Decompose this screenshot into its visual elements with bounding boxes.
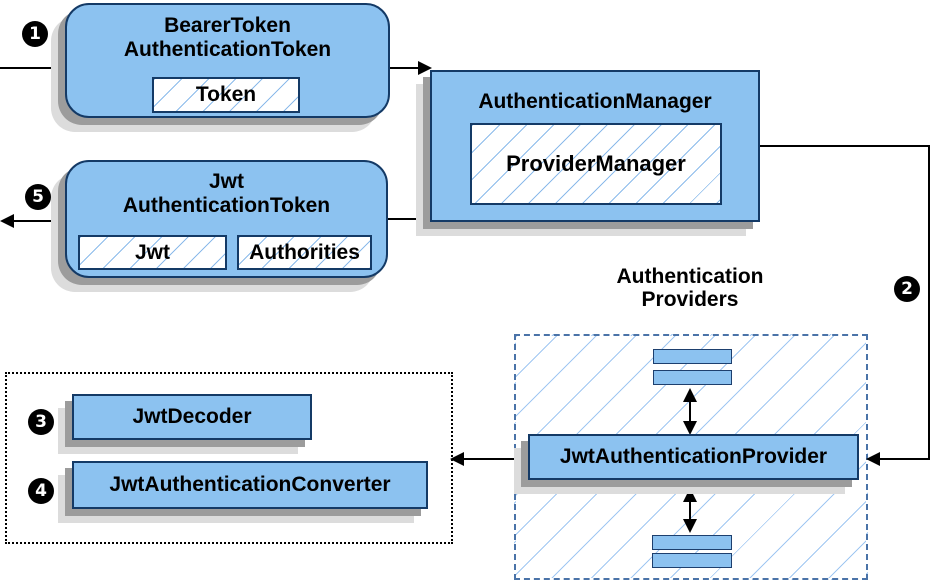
- step-4-number: 4: [35, 481, 47, 501]
- providers-caption-line2: Providers: [641, 288, 739, 311]
- jwt-authentication-provider-node: JwtAuthenticationProvider: [528, 434, 859, 480]
- jwt-authentication-converter-label: JwtAuthenticationConverter: [109, 473, 391, 496]
- bearer-to-manager-line: [390, 67, 420, 69]
- jwt-authentication-provider-label: JwtAuthenticationProvider: [559, 445, 828, 468]
- jwt-field: Jwt: [78, 235, 227, 270]
- manager-to-jwt-token-line: [388, 218, 430, 220]
- incoming-request-line: [0, 67, 65, 69]
- provider-manager-field: ProviderManager: [470, 123, 722, 205]
- bearer-token-node-title: BearerToken AuthenticationToken: [67, 5, 388, 62]
- step-5-number: 5: [32, 187, 44, 207]
- jwt-token-title-line1: Jwt: [208, 170, 244, 193]
- bearer-token-title-line1: BearerToken: [164, 14, 291, 37]
- jwt-token-title-line2: AuthenticationToken: [122, 194, 331, 217]
- jwt-authentication-converter-node: JwtAuthenticationConverter: [72, 461, 428, 509]
- token-field-label: Token: [195, 83, 257, 106]
- jwt-token-out-line: [13, 220, 65, 222]
- jwt-decoder-label: JwtDecoder: [132, 405, 252, 428]
- provider-placeholder-bar: [653, 349, 732, 364]
- providers-caption-line1: Authentication: [616, 265, 764, 288]
- authentication-manager-title: AuthenticationManager: [478, 90, 712, 113]
- arrowhead-left-icon: [0, 214, 14, 228]
- step-1-marker: 1: [22, 21, 48, 47]
- step-5-marker: 5: [25, 184, 51, 210]
- step-3-number: 3: [35, 412, 47, 432]
- step-3-marker: 3: [28, 409, 54, 435]
- authentication-providers-caption: Authentication Providers: [565, 265, 815, 311]
- manager-to-provider-line-h2: [880, 458, 930, 460]
- manager-to-provider-line-v: [928, 145, 930, 460]
- provider-placeholder-bar: [653, 370, 732, 385]
- provider-to-decoder-line: [462, 458, 514, 460]
- arrowhead-up-icon: [683, 388, 697, 402]
- provider-placeholder-bar: [652, 553, 732, 568]
- provider-list-bottom-line: [689, 500, 691, 522]
- step-4-marker: 4: [28, 478, 54, 504]
- manager-to-provider-line-h1: [760, 145, 930, 147]
- jwt-field-label: Jwt: [134, 240, 170, 264]
- jwt-decoder-node: JwtDecoder: [72, 394, 312, 440]
- step-2-number: 2: [901, 279, 913, 299]
- step-2-marker: 2: [894, 276, 920, 302]
- arrowhead-left-icon: [866, 452, 880, 466]
- token-field: Token: [152, 77, 300, 113]
- jwt-token-node-title: Jwt AuthenticationToken: [67, 162, 386, 218]
- arrowhead-down-icon: [683, 421, 697, 435]
- provider-manager-label: ProviderManager: [506, 151, 686, 176]
- authorities-field-label: Authorities: [249, 240, 360, 264]
- provider-list-top-line: [689, 400, 691, 424]
- bearer-token-title-line2: AuthenticationToken: [123, 38, 332, 61]
- authorities-field: Authorities: [237, 235, 372, 270]
- arrowhead-left-icon: [450, 452, 464, 466]
- arrowhead-right-icon: [418, 61, 432, 75]
- arrowhead-down-icon: [683, 519, 697, 533]
- provider-placeholder-bar: [652, 535, 732, 550]
- arrowhead-up-icon: [683, 488, 697, 502]
- step-1-number: 1: [29, 24, 41, 44]
